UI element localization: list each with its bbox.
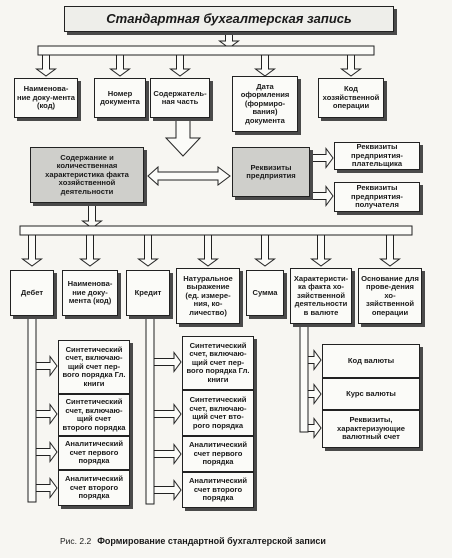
top-distribution-bar bbox=[37, 45, 375, 56]
top-arrow-2 bbox=[168, 54, 192, 77]
diagram-title: Стандартная бухгалтерская запись bbox=[64, 6, 394, 32]
bottom-box-natural-expression: Натуральное выражение (ед. измере-ния, к… bbox=[176, 268, 240, 324]
top-arrow-3 bbox=[253, 54, 277, 77]
top-box-document-name: Наименова-ние доку-мента (код) bbox=[14, 78, 78, 118]
credit-item-arrow-3 bbox=[153, 478, 182, 502]
content-characteristic-box: Содержание и количественная характеристи… bbox=[30, 147, 144, 203]
figure-caption: Рис. 2.2 Формирование стандартной бухгалт… bbox=[60, 536, 326, 546]
currency-item-arrow-1 bbox=[307, 382, 322, 406]
debit-item-analytic-second: Аналитический счет второго порядка bbox=[58, 470, 130, 506]
credit-item-arrow-0 bbox=[153, 350, 182, 374]
top-box-operation-code: Код хозяйственной операции bbox=[318, 78, 384, 118]
currency-item-arrow-2 bbox=[307, 416, 322, 440]
receiver-requisites-box: Реквизиты предприятия-получателя bbox=[334, 182, 420, 212]
bottom-box-amount: Сумма bbox=[246, 270, 284, 316]
credit-item-synthetic-second: Синтетический счет, включаю-щий счет вто… bbox=[182, 390, 254, 436]
bidirectional-arrow bbox=[147, 165, 231, 187]
top-arrow-4 bbox=[339, 54, 363, 77]
currency-item-code: Код валюты bbox=[322, 344, 420, 378]
top-box-document-date: Дата оформления (формиро-вания) документ… bbox=[232, 76, 298, 132]
debit-branch-stem bbox=[27, 315, 37, 503]
bottom-arrow-6 bbox=[378, 234, 402, 267]
credit-item-analytic-first: Аналитический счет первого порядка bbox=[182, 436, 254, 472]
payer-arrow bbox=[311, 146, 334, 170]
caption-label: Рис. 2.2 bbox=[60, 536, 92, 546]
debit-item-synthetic-second: Синтетический счет, включаю-щий счет вто… bbox=[58, 394, 130, 436]
debit-item-synthetic-first: Синтетический счет, включаю-щий счет пер… bbox=[58, 340, 130, 394]
bottom-arrow-0 bbox=[20, 234, 44, 267]
middle-stem-arrow bbox=[80, 202, 104, 229]
debit-item-analytic-first: Аналитический счет первого порядка bbox=[58, 436, 130, 470]
bottom-box-credit: Кредит bbox=[126, 270, 170, 316]
bottom-box-operation-basis: Основание для прове-дения хо-зяйственной… bbox=[358, 268, 422, 324]
credit-item-arrow-1 bbox=[153, 402, 182, 426]
credit-item-synthetic-first: Синтетический счет, включаю-щий счет пер… bbox=[182, 336, 254, 390]
credit-branch-stem bbox=[145, 315, 155, 505]
bottom-box-debit: Дебет bbox=[10, 270, 54, 316]
currency-item-arrow-0 bbox=[307, 348, 322, 372]
debit-item-arrow-0 bbox=[35, 354, 58, 378]
bottom-arrow-3 bbox=[196, 234, 220, 267]
bottom-box-currency-characteristic: Характеристи-ка факта хо-зяйственной дея… bbox=[290, 268, 352, 324]
bottom-box-document-name: Наименова-ние доку-мента (код) bbox=[62, 270, 118, 316]
debit-item-arrow-1 bbox=[35, 402, 58, 426]
debit-item-arrow-3 bbox=[35, 476, 58, 500]
top-arrow-1 bbox=[108, 54, 132, 77]
credit-item-arrow-2 bbox=[153, 442, 182, 466]
bottom-arrow-1 bbox=[78, 234, 102, 267]
receiver-arrow bbox=[311, 184, 334, 208]
top-box-document-number: Номер документа bbox=[94, 78, 146, 118]
currency-branch-stem bbox=[299, 323, 309, 433]
currency-item-account-requisites: Реквизиты, характеризующие валютный счет bbox=[322, 410, 420, 448]
currency-item-rate: Курс валюты bbox=[322, 378, 420, 410]
top-arrow-0 bbox=[34, 54, 58, 77]
bottom-arrow-5 bbox=[309, 234, 333, 267]
debit-item-arrow-2 bbox=[35, 440, 58, 464]
credit-item-analytic-second: Аналитический счет второго порядка bbox=[182, 472, 254, 508]
bottom-distribution-bar bbox=[19, 225, 413, 236]
bottom-arrow-4 bbox=[253, 234, 277, 267]
payer-requisites-box: Реквизиты предприятия-плательщика bbox=[334, 142, 420, 170]
content-down-arrow bbox=[164, 117, 202, 157]
caption-text: Формирование стандартной бухгалтерской з… bbox=[97, 536, 326, 546]
enterprise-requisites-box: Реквизиты предприятия bbox=[232, 147, 310, 197]
top-box-content-part: Содержатель-ная часть bbox=[150, 78, 210, 118]
bottom-arrow-2 bbox=[136, 234, 160, 267]
title-stem-arrow bbox=[217, 31, 241, 49]
